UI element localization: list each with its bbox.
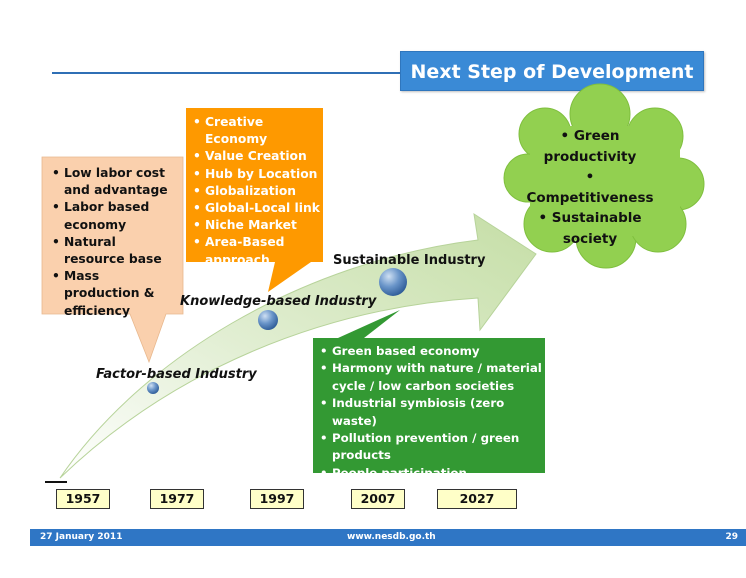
factor-list: Low labor cost and advantage Labor based…: [52, 165, 172, 320]
sustainable-item: People participation: [320, 465, 542, 483]
sustainable-item: Harmony with nature / material cycle / l…: [320, 360, 542, 395]
footer-url: www.nesdb.go.th: [347, 532, 436, 542]
title-rule: [52, 72, 402, 74]
knowledge-item: Creative Economy: [193, 114, 323, 148]
knowledge-list: Creative Economy Value Creation Hub by L…: [193, 114, 323, 269]
page-title: Next Step of Development: [400, 51, 704, 91]
footer-bar: 27 January 2011 www.nesdb.go.th 29: [30, 529, 746, 546]
factor-item: Mass production & efficiency: [52, 268, 172, 320]
stage-label-knowledge: Knowledge-based Industry: [180, 294, 377, 309]
stage-label-sustainable: Sustainable Industry: [333, 253, 486, 268]
knowledge-item: Hub by Location: [193, 166, 323, 183]
cloud-item: • Green productivity: [543, 128, 637, 165]
knowledge-item: Area-Based approach: [193, 234, 323, 268]
knowledge-item: Global-Local link: [193, 200, 323, 217]
knowledge-item: Niche Market: [193, 217, 323, 234]
page-number: 29: [725, 532, 738, 542]
factor-item: Low labor cost and advantage: [52, 165, 172, 199]
cloud-item: • Sustainable society: [538, 210, 642, 247]
sustainable-item: Pollution prevention / green products: [320, 430, 542, 465]
sustainable-stage-dot: [379, 268, 407, 296]
timeline-tick: [45, 481, 67, 483]
knowledge-item: Value Creation: [193, 148, 323, 165]
sustainable-item: Green based economy: [320, 343, 542, 361]
factor-stage-dot: [147, 382, 159, 394]
year-label: 2027: [437, 489, 517, 509]
footer-date: 27 January 2011: [40, 532, 123, 542]
year-label: 1997: [250, 489, 304, 509]
knowledge-stage-dot: [258, 310, 278, 330]
knowledge-item: Globalization: [193, 183, 323, 200]
growth-arrow: [59, 212, 537, 479]
sustainable-item: Industrial symbiosis (zero waste): [320, 395, 542, 430]
year-label: 2007: [351, 489, 405, 509]
year-label: 1957: [56, 489, 110, 509]
cloud-list: • Green productivity • Competitiveness •…: [520, 126, 660, 249]
sustainable-list: Green based economy Harmony with nature …: [320, 343, 542, 483]
goal-cloud: [503, 83, 705, 269]
factor-item: Natural resource base: [52, 234, 172, 268]
stage-label-factor: Factor-based Industry: [96, 367, 257, 382]
year-label: 1977: [150, 489, 204, 509]
factor-item: Labor based economy: [52, 199, 172, 233]
cloud-item: • Competitiveness: [526, 169, 654, 206]
